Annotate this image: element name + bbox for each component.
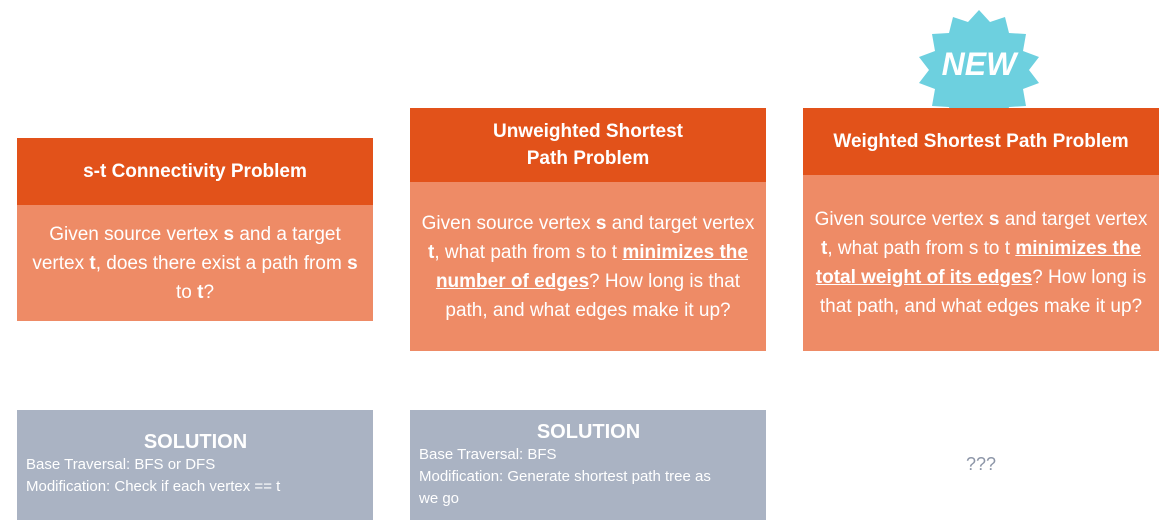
card-description: Given source vertex s and target vertex …	[814, 209, 1148, 317]
solution-line: Base Traversal: BFS or DFS	[26, 456, 216, 473]
card-body: Given source vertex s and target vertex …	[803, 175, 1159, 351]
unweighted-shortest-path-card: Unweighted Shortest Path Problem Given s…	[410, 108, 766, 351]
weighted-solution-unknown: ???	[965, 454, 997, 474]
new-badge	[919, 10, 1039, 128]
new-badge-label: NEW	[941, 46, 1017, 82]
weighted-shortest-path-card: Weighted Shortest Path Problem Given sou…	[803, 108, 1159, 351]
card-description: Given source vertex s and target vertex …	[421, 212, 755, 321]
card-body: Given source vertex s and a target verte…	[17, 205, 373, 321]
card-body: Given source vertex s and target vertex …	[410, 182, 766, 351]
unweighted-solution: SOLUTION Base Traversal: BFS Modificatio…	[410, 410, 766, 520]
st-connectivity-card: s-t Connectivity Problem Given source ve…	[17, 138, 373, 321]
solution-line: Modification: Check if each vertex == t	[26, 478, 281, 495]
card-title: Weighted Shortest Path Problem	[803, 108, 1159, 175]
starburst-shape	[919, 10, 1039, 128]
solution-title: SOLUTION	[143, 431, 248, 453]
solution-line: Base Traversal: BFS	[419, 446, 557, 463]
solution-line: Modification: Generate shortest path tre…	[419, 468, 711, 507]
st-connectivity-solution: SOLUTION Base Traversal: BFS or DFS Modi…	[17, 410, 373, 520]
solution-title: SOLUTION	[536, 421, 641, 443]
card-description: Given source vertex s and a target verte…	[32, 223, 358, 303]
card-title: s-t Connectivity Problem	[17, 138, 373, 205]
card-title: Unweighted Shortest Path Problem	[410, 108, 766, 182]
